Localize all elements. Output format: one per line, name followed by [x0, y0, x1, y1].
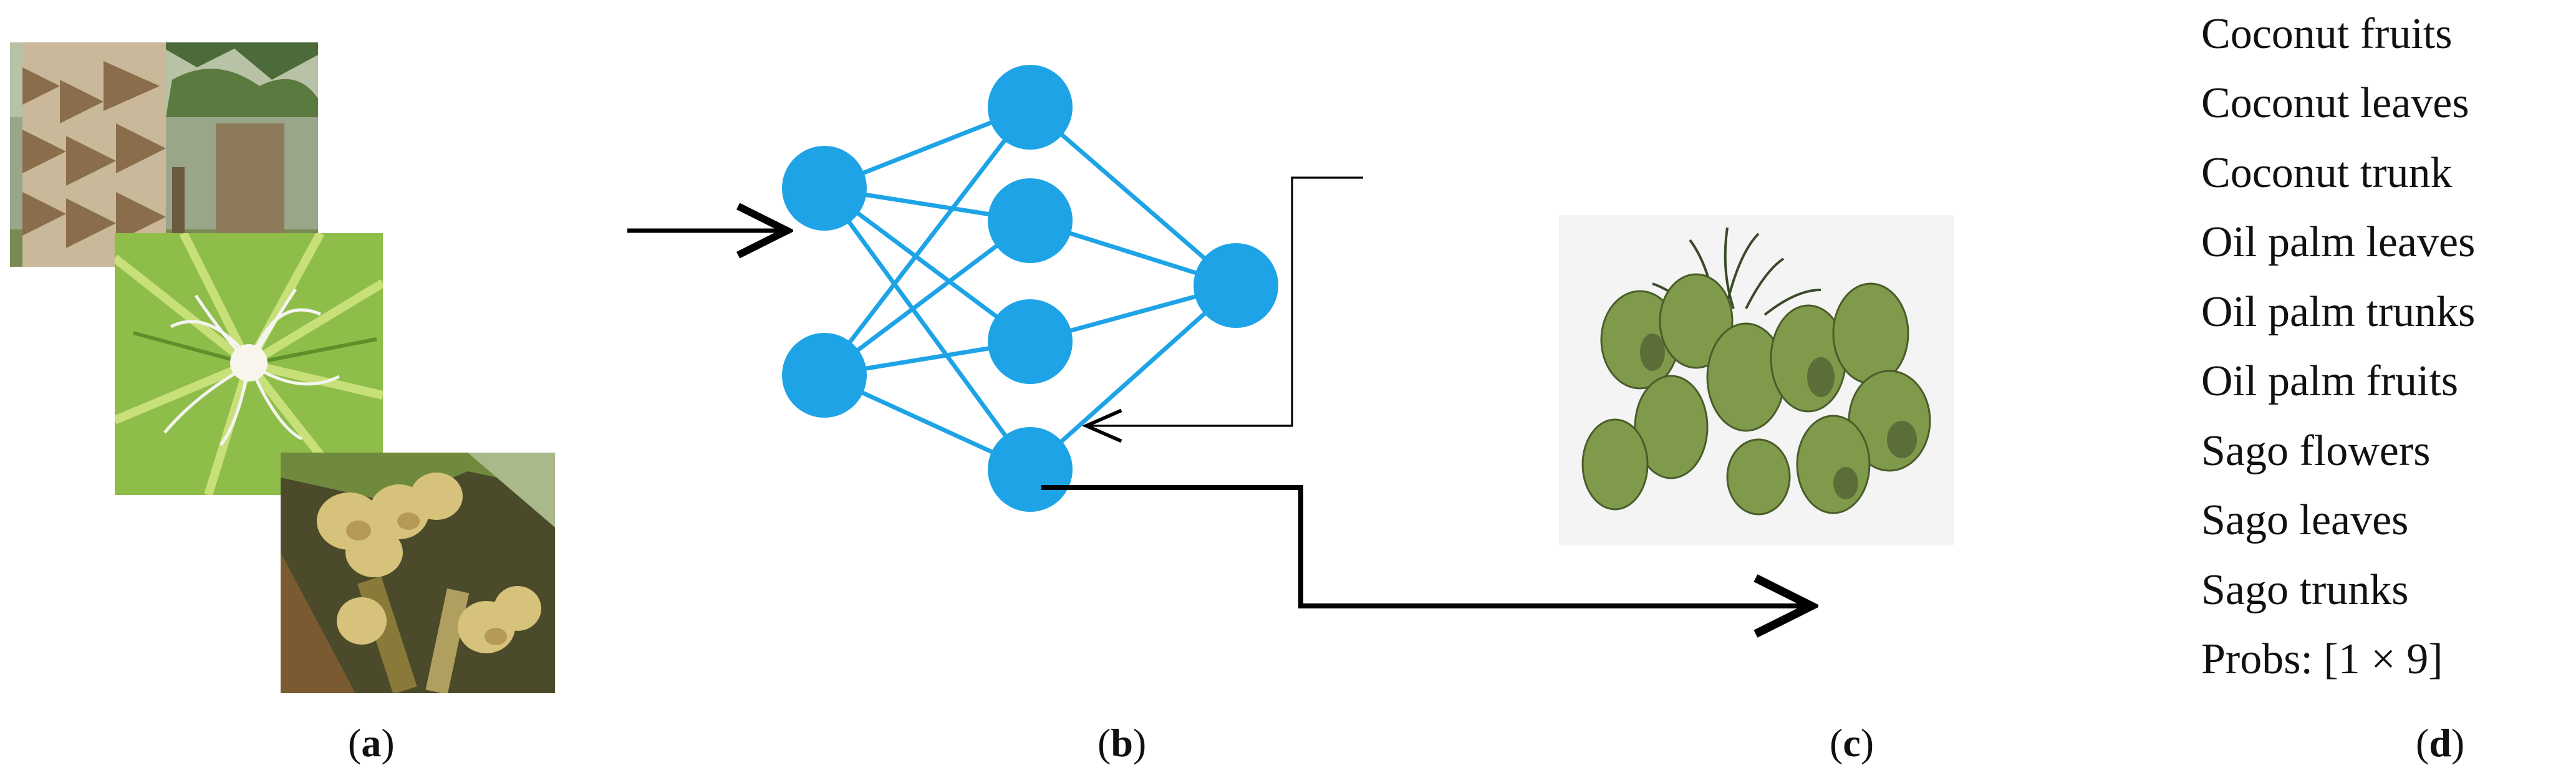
- caption-a-close: ): [381, 721, 395, 765]
- photo-coconut-output: [1559, 215, 1954, 545]
- network-nodes: [782, 65, 1278, 512]
- class-label: Coconut trunk: [2201, 149, 2453, 197]
- class-label: Oil palm trunks: [2201, 288, 2476, 336]
- caption-a-open: (: [348, 721, 362, 765]
- caption-b: (b): [1097, 723, 1146, 763]
- network-edges: [822, 105, 1238, 472]
- caption-a: (a): [348, 723, 395, 763]
- network-edge: [822, 219, 1032, 377]
- feedback-arrow: [1081, 176, 1363, 443]
- network-node-layer2-2: [988, 178, 1073, 263]
- class-list: Coconut fruits Coconut leaves Coconut tr…: [2201, 0, 2576, 717]
- photo-sago-flowers: [115, 233, 383, 495]
- network-edge: [822, 186, 1032, 343]
- caption-d-open: (: [2416, 721, 2429, 765]
- network-edge: [822, 105, 1032, 377]
- caption-c-letter: c: [1843, 721, 1861, 765]
- photo-coconut-fruits: [281, 453, 555, 693]
- class-label: Coconut fruits: [2201, 10, 2453, 58]
- network-node-layer2-1: [988, 65, 1073, 150]
- network-node-layer1-2: [782, 333, 867, 418]
- caption-c: (c): [1830, 723, 1874, 763]
- caption-b-letter: b: [1111, 721, 1133, 765]
- network-node-layer2-3: [988, 299, 1073, 384]
- network-node-layer1-1: [782, 146, 867, 231]
- class-label: Coconut leaves: [2201, 79, 2469, 127]
- output-arrow: [1041, 485, 1811, 606]
- network-node-layer2-4: [988, 427, 1073, 512]
- network-edge: [1028, 105, 1238, 287]
- class-label: Sago flowers: [2201, 427, 2431, 475]
- caption-a-letter: a: [361, 721, 382, 765]
- caption-c-open: (: [1830, 721, 1843, 765]
- class-label: Sago trunks: [2201, 566, 2409, 614]
- caption-b-open: (: [1097, 721, 1111, 765]
- class-label: Oil palm leaves: [2201, 218, 2476, 266]
- network-edge: [1028, 284, 1238, 471]
- photo-oil-palm-trunks: [10, 42, 318, 267]
- caption-b-close: ): [1132, 721, 1147, 765]
- caption-d-letter: d: [2429, 721, 2451, 765]
- class-label: Oil palm fruits: [2201, 357, 2459, 405]
- probs-label: Probs: [1 × 9]: [2201, 635, 2443, 683]
- caption-d: (d): [2416, 723, 2464, 763]
- caption-c-close: ): [1860, 721, 1874, 765]
- caption-d-close: ): [2451, 721, 2465, 765]
- class-label: Sago leaves: [2201, 496, 2409, 544]
- network-edge: [822, 186, 1032, 471]
- network-node-layer3-1: [1194, 243, 1278, 328]
